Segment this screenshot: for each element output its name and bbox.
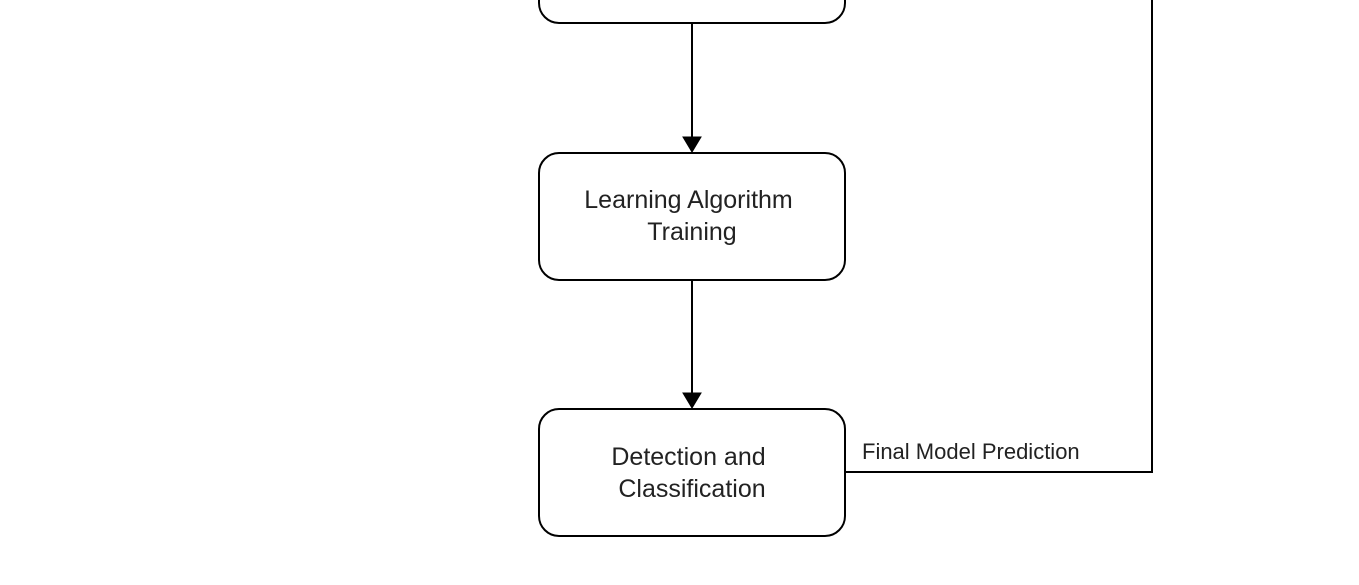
node-training-box xyxy=(538,152,846,281)
edge-feedback xyxy=(845,0,1153,473)
edge-feedback-label: Final Model Prediction xyxy=(862,439,1080,464)
node-training-line-2: Training xyxy=(647,218,736,246)
arrowhead-to-detection xyxy=(682,392,702,409)
node-training-line-1: Learning Algorithm xyxy=(584,186,792,214)
node-detection-box xyxy=(538,408,846,537)
node-detection-line-1: Detection and xyxy=(611,443,765,471)
node-detection-line-2: Classification xyxy=(618,475,765,503)
node-training-label: Learning Algorithm Training xyxy=(584,186,799,246)
arrowhead-to-training xyxy=(682,136,702,153)
node-top-box xyxy=(538,0,846,24)
node-detection-label: Detection and Classification xyxy=(611,443,772,503)
